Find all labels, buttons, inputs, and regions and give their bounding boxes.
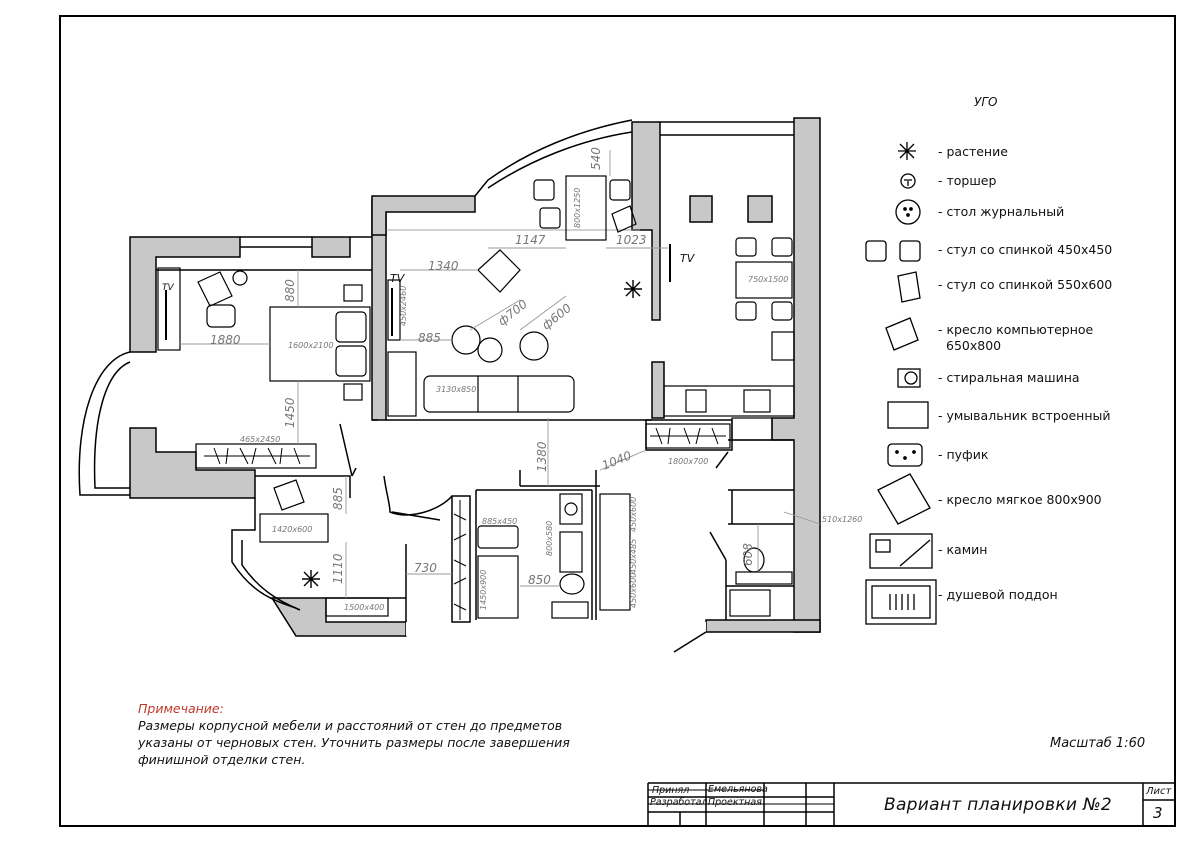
dim-1450: 1450 — [283, 397, 297, 428]
sheet-label: Лист — [1146, 786, 1172, 797]
legend-label-fireplace: - камин — [938, 542, 988, 557]
pouf-icon — [887, 443, 923, 467]
plant-icon — [302, 280, 642, 588]
closet-hatching — [204, 427, 726, 620]
chair-450-icon — [865, 240, 921, 262]
furniture — [157, 175, 795, 619]
size-1450x900: 1450х900 — [479, 570, 488, 610]
legend-label-pouf: - пуфик — [938, 447, 989, 462]
size-450x600-top: 450х600 — [629, 497, 638, 532]
dim-850: 850 — [528, 573, 551, 587]
wall-kitchen-pillar — [689, 195, 713, 223]
dim-1110: 1110 — [331, 553, 345, 584]
legend-symbols — [865, 142, 937, 625]
size-1600x2100: 1600х2100 — [288, 341, 333, 350]
dim-d700: ф700 — [495, 297, 530, 329]
size-885x450: 885х450 — [482, 517, 517, 526]
legend-label-chair-450: - стул со спинкой 450х450 — [938, 242, 1113, 257]
size-465x2450: 465х2450 — [240, 435, 280, 444]
dim-d600: ф600 — [539, 301, 574, 333]
size-1500x400: 1500х400 — [344, 603, 384, 612]
dim-730: 730 — [414, 561, 437, 575]
legend-label-sink: - умывальник встроенный — [938, 408, 1111, 423]
floor-lamp-icon — [900, 173, 916, 189]
dim-1023: 1023 — [616, 233, 647, 247]
dim-1380: 1380 — [535, 441, 549, 472]
wall-kitchen-right — [771, 117, 821, 633]
wall-living-right — [631, 121, 661, 321]
legend-label-armchair: - кресло мягкое 800х900 — [938, 492, 1102, 507]
size-450x2460: 450х2460 — [399, 286, 408, 326]
legend-label-plant: - растение — [938, 144, 1008, 159]
tb-developed-label: Разработал — [650, 797, 708, 808]
chair-550-icon — [897, 271, 921, 303]
dim-1880: 1880 — [210, 333, 241, 347]
size-1420x600: 1420х600 — [272, 525, 312, 534]
wall-bottom-right — [705, 619, 821, 633]
dim-608: 608 — [741, 543, 755, 566]
sink-icon — [887, 401, 929, 429]
tb-accepted-label: Принял — [652, 785, 690, 796]
size-450x485: 450х485 — [629, 539, 638, 574]
washer-icon — [897, 368, 921, 388]
size-800x1250: 800х1250 — [573, 188, 582, 228]
fireplace-icon — [869, 533, 933, 569]
wall-kitchen-top — [747, 195, 773, 223]
legend-label-washer: - стиральная машина — [938, 370, 1080, 385]
dim-1040: 1040 — [600, 448, 634, 473]
size-3130x850: 3130х850 — [436, 385, 476, 394]
wall-bottom-left — [270, 597, 407, 637]
scale-label: Масштаб 1:60 — [1050, 736, 1146, 751]
dim-540: 540 — [589, 147, 603, 170]
office-chair-icon — [885, 317, 919, 351]
dimension-lines — [180, 150, 821, 598]
doors — [339, 423, 729, 653]
tv-label-bedroom: TV — [162, 283, 174, 293]
wall-bedroom-top-right — [311, 236, 351, 258]
legend-label-coffee-table: - стол журнальный — [938, 204, 1065, 219]
legend-title: УГО — [974, 95, 998, 109]
legend-label-office-chair: - кресло компьютерное — [938, 322, 1094, 337]
tb-accepted-name: Емельянова — [708, 784, 768, 795]
dim-1147: 1147 — [515, 233, 546, 247]
dim-885-living: 885 — [418, 331, 441, 345]
wall-bedroom-bottom-left — [129, 427, 256, 499]
size-800x580: 800х580 — [545, 521, 554, 556]
tv-label-kitchen: TV — [680, 252, 696, 265]
tv-label-living: TV — [390, 272, 406, 285]
dim-1340: 1340 — [428, 259, 459, 273]
coffee-table-icon — [895, 199, 921, 225]
dim-885-study: 885 — [331, 487, 345, 510]
drawing-frame — [59, 15, 1176, 827]
legend-label-office-chair-size: 650х800 — [946, 338, 1002, 353]
size-510x1260: 510х1260 — [822, 515, 862, 524]
size-1800x700: 1800х700 — [668, 457, 708, 466]
armchair-icon — [877, 473, 931, 525]
plant-icon — [898, 142, 916, 160]
sheet-number: 3 — [1153, 804, 1163, 822]
legend-label-floor-lamp: - торшер — [938, 173, 997, 188]
walls — [129, 117, 821, 637]
wall-living-top-left — [371, 195, 476, 236]
shower-icon — [865, 579, 937, 625]
wall-kitchen-left-stub — [651, 361, 665, 419]
legend-label-shower: - душевой поддон — [938, 587, 1058, 602]
drawing-title: Вариант планировки №2 — [884, 795, 1113, 815]
dim-880: 880 — [283, 279, 297, 302]
note-block: Примечание: Размеры корпусной мебели и р… — [138, 700, 598, 768]
note-body: Размеры корпусной мебели и расстояний от… — [138, 718, 570, 767]
tb-developed-name: Проектная — [708, 797, 762, 808]
size-750x1500: 750х1500 — [748, 275, 788, 284]
legend-label-chair-550: - стул со спинкой 550х600 — [938, 277, 1113, 292]
note-title: Примечание: — [138, 701, 224, 716]
size-450x600-bottom: 450х600 — [629, 573, 638, 608]
